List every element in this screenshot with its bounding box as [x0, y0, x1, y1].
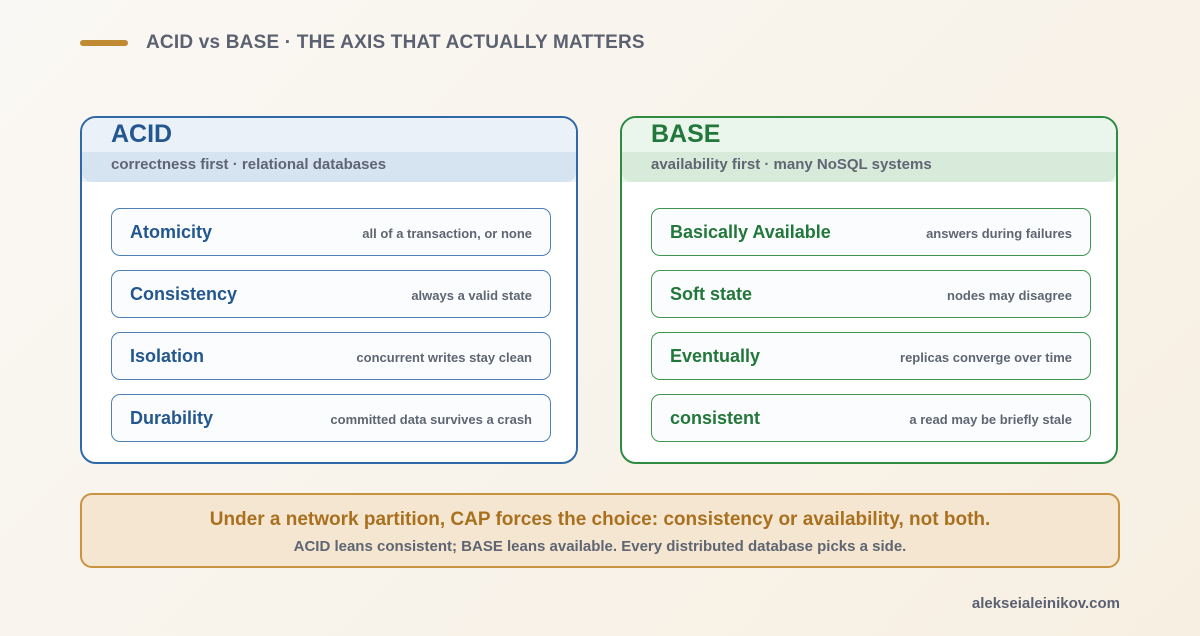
- base-item-name: Soft state: [670, 284, 753, 304]
- cap-callout: Under a network partition, CAP forces th…: [80, 493, 1120, 568]
- base-item-name: Eventually: [670, 346, 761, 366]
- acid-item-isolation: Isolation concurrent writes stay clean: [111, 332, 551, 380]
- acid-item-name: Atomicity: [130, 222, 213, 242]
- acid-item-desc: always a valid state: [411, 288, 532, 303]
- callout-subtext: ACID leans consistent; BASE leans availa…: [293, 538, 907, 555]
- acid-item-atomicity: Atomicity all of a transaction, or none: [111, 208, 551, 256]
- acid-title: ACID: [111, 120, 173, 148]
- acid-item-name: Isolation: [130, 346, 205, 366]
- base-item-basically-available: Basically Available answers during failu…: [651, 208, 1091, 256]
- acid-item-name: Consistency: [130, 284, 238, 304]
- base-panel: BASE availability first · many NoSQL sys…: [620, 116, 1118, 464]
- acid-item-name: Durability: [130, 408, 214, 428]
- site-credit: alekseialeinikov.com: [971, 595, 1120, 612]
- acid-subtitle: correctness first · relational databases: [111, 156, 387, 173]
- base-item-desc: nodes may disagree: [947, 288, 1072, 303]
- base-item-name: consistent: [670, 408, 761, 428]
- base-subtitle-band: [622, 152, 1116, 182]
- base-title: BASE: [651, 120, 721, 148]
- callout-headline: Under a network partition, CAP forces th…: [209, 509, 991, 530]
- page-title: ACID vs BASE · THE AXIS THAT ACTUALLY MA…: [146, 32, 645, 53]
- base-item-name: Basically Available: [670, 222, 831, 242]
- base-item-desc: answers during failures: [926, 226, 1072, 241]
- base-item-consistent: consistent a read may be briefly stale: [651, 394, 1091, 442]
- acid-item-desc: concurrent writes stay clean: [356, 350, 532, 365]
- base-item-soft-state: Soft state nodes may disagree: [651, 270, 1091, 318]
- header-accent-bar: [80, 40, 128, 46]
- acid-item-desc: committed data survives a crash: [330, 412, 532, 427]
- acid-subtitle-band: [82, 152, 576, 182]
- base-item-desc: a read may be briefly stale: [909, 412, 1072, 427]
- acid-item-durability: Durability committed data survives a cra…: [111, 394, 551, 442]
- base-subtitle: availability first · many NoSQL systems: [651, 156, 932, 173]
- base-item-desc: replicas converge over time: [900, 350, 1072, 365]
- acid-item-consistency: Consistency always a valid state: [111, 270, 551, 318]
- base-item-eventually: Eventually replicas converge over time: [651, 332, 1091, 380]
- acid-panel: ACID correctness first · relational data…: [80, 116, 578, 464]
- acid-item-desc: all of a transaction, or none: [362, 226, 532, 241]
